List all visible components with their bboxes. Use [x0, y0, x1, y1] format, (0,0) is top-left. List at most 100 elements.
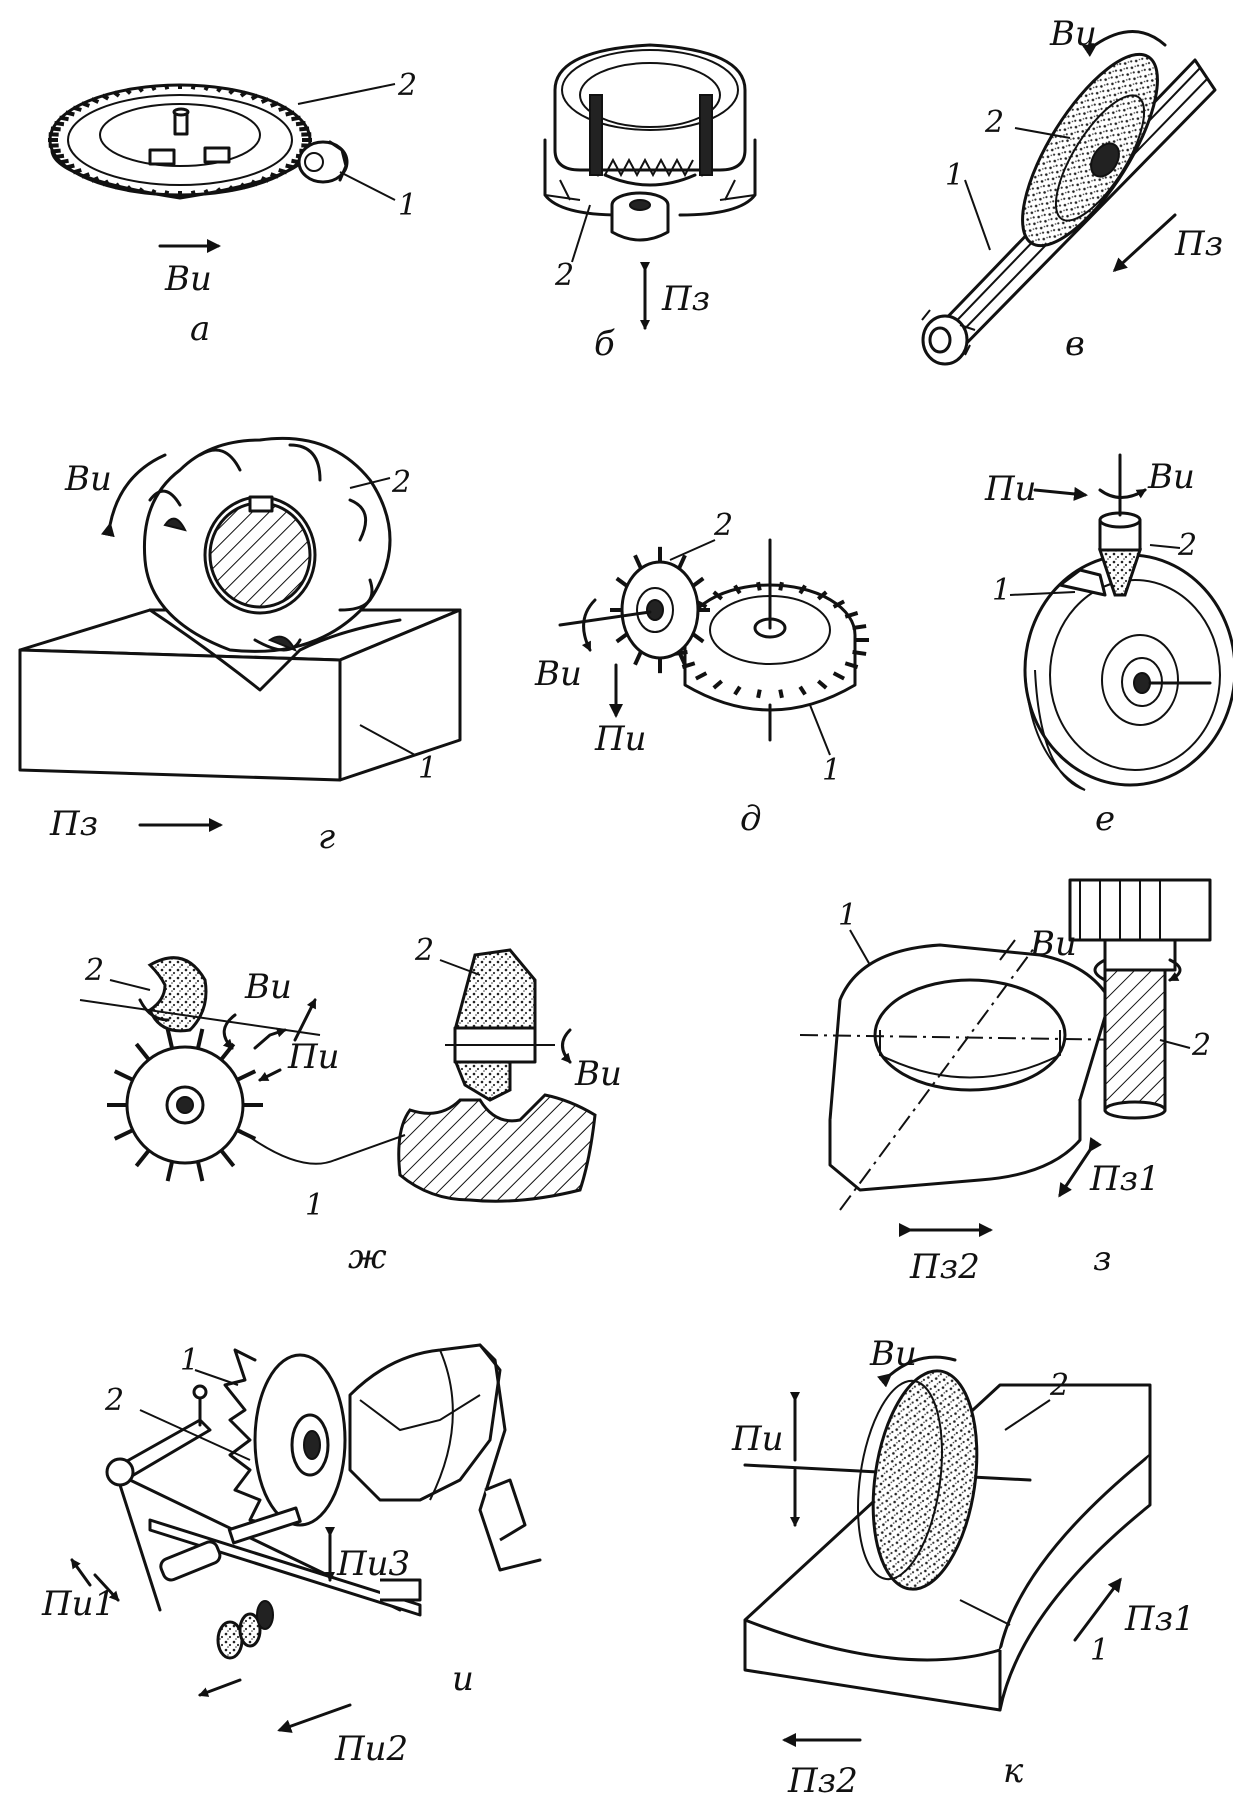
motion-arrow: [258, 1068, 282, 1082]
panel-caption: к: [1003, 1751, 1024, 1791]
part-label-2: 2: [104, 1383, 124, 1418]
panel-caption: б: [594, 324, 615, 364]
part-label-1: 1: [398, 188, 417, 223]
leader-2: [109, 979, 151, 991]
grinding-disc: [48, 83, 312, 200]
rotation-arrow: [560, 1028, 572, 1064]
rotation-arrow: [1093, 958, 1182, 980]
leader-rotation: [999, 939, 1016, 961]
rotation-arrow: [1081, 30, 1167, 57]
motion-arrow: [293, 998, 317, 1042]
grinding-wheel: [610, 191, 670, 242]
large-gear: [671, 538, 869, 742]
leader-1: [239, 1129, 406, 1165]
panel-d: 2 Bи Пи 1 д: [534, 508, 869, 839]
part-label-1: 1: [1090, 1633, 1109, 1668]
motion-arrow: [70, 1558, 92, 1587]
panel-zh: Bи Пи Bи 2 2 1 ж: [79, 933, 622, 1277]
small-gear: [107, 1028, 263, 1182]
motion-label: Пз: [1174, 224, 1223, 264]
motion-label: Пи: [594, 719, 647, 759]
grinding-wheel: [743, 1369, 1032, 1591]
part-label-1: 1: [822, 753, 841, 788]
leader-2: [669, 539, 716, 561]
spindle-tool: [1068, 878, 1212, 1120]
panel-v: Bи 2 1 Пз в: [921, 14, 1223, 366]
leader-2: [1004, 1399, 1051, 1431]
motion-arrow: [277, 1703, 352, 1733]
panel-caption: и: [452, 1659, 474, 1699]
leader-1: [1009, 591, 1076, 596]
motion-arrow: [198, 1678, 242, 1697]
rotation-arrow: [1098, 488, 1147, 499]
part-label-2: 2: [414, 933, 434, 968]
leader-1: [194, 1369, 239, 1386]
leader-1: [809, 704, 831, 756]
part-label-2: 2: [984, 105, 1004, 140]
part-label-2: 2: [1177, 528, 1197, 563]
cam-workpiece: [799, 939, 1131, 1211]
panel-i: Пи1 Пи3 Пи2 1 2 и: [41, 1343, 542, 1769]
motion-label: Bи: [574, 1054, 622, 1094]
motion-arrow: [93, 1573, 120, 1602]
dressing-mechanism: [105, 1384, 422, 1660]
motion-arrow: [253, 1027, 287, 1050]
motion-label: Пи3: [336, 1544, 410, 1584]
motion-label: Bи: [1147, 457, 1195, 497]
panel-g: Bи 2 1 Пз г: [18, 436, 462, 857]
motion-arrow: [1058, 1136, 1102, 1198]
motion-label: Пи: [731, 1419, 784, 1459]
panel-caption: а: [190, 309, 210, 349]
part-label-2: 2: [713, 508, 733, 543]
panel-caption: в: [1065, 324, 1085, 364]
leader-2: [571, 204, 591, 263]
part-label-2: 2: [391, 465, 411, 500]
motion-label: Bи: [1049, 14, 1097, 54]
panel-caption: г: [318, 817, 335, 857]
leader-1: [964, 179, 991, 251]
panel-b: 2 Пз б: [543, 43, 757, 364]
workpiece-block: [18, 608, 462, 782]
gear: [223, 1348, 347, 1527]
part-label-2: 2: [1049, 1368, 1069, 1403]
panel-caption: е: [1095, 799, 1115, 839]
small-gear: [297, 140, 349, 184]
grinding-wheel: [1021, 52, 1159, 248]
motion-label: Bи: [1029, 924, 1077, 964]
rotation-arrow: [877, 1355, 957, 1388]
motion-label: Пи: [984, 469, 1037, 509]
leader-2: [439, 959, 481, 976]
panel-a: 2 1 Bи а: [48, 68, 417, 349]
part-label-1: 1: [945, 158, 964, 193]
motion-label: Пз1: [1089, 1159, 1160, 1199]
leader-1: [359, 724, 416, 756]
part-label-1: 1: [418, 751, 437, 786]
leader-1: [339, 171, 396, 201]
motion-label: Bи: [244, 967, 292, 1007]
workpiece-disc: [1023, 553, 1233, 791]
motion-label: Пз: [49, 804, 98, 844]
motion-label: Bи: [64, 459, 112, 499]
gear-workpiece-fixture: [348, 1343, 542, 1572]
part-label-1: 1: [180, 1343, 199, 1378]
part-label-2: 2: [554, 258, 574, 293]
small-gear: [558, 546, 710, 674]
leader-2: [139, 1409, 251, 1461]
motion-label: Пз1: [1124, 1599, 1195, 1639]
motion-label: Bи: [164, 259, 212, 299]
motion-arrow: [1073, 1577, 1122, 1642]
panel-caption: з: [1093, 1239, 1112, 1279]
panel-k: Bи 2 Пи Пз1 1 Пз2 к: [731, 1334, 1195, 1801]
motion-label: Пз2: [787, 1761, 858, 1801]
rotation-arrow: [100, 453, 167, 538]
panel-e: Пи Bи 2 1 е: [984, 453, 1233, 839]
motion-label: Пи1: [41, 1584, 115, 1624]
panel-caption: ж: [348, 1237, 387, 1277]
part-label-2: 2: [84, 953, 104, 988]
motion-label: Bи: [534, 654, 582, 694]
part-label-2: 2: [397, 68, 417, 103]
motion-label: Пи: [287, 1037, 340, 1077]
part-label-1: 1: [992, 573, 1011, 608]
leader-2: [1149, 544, 1181, 549]
